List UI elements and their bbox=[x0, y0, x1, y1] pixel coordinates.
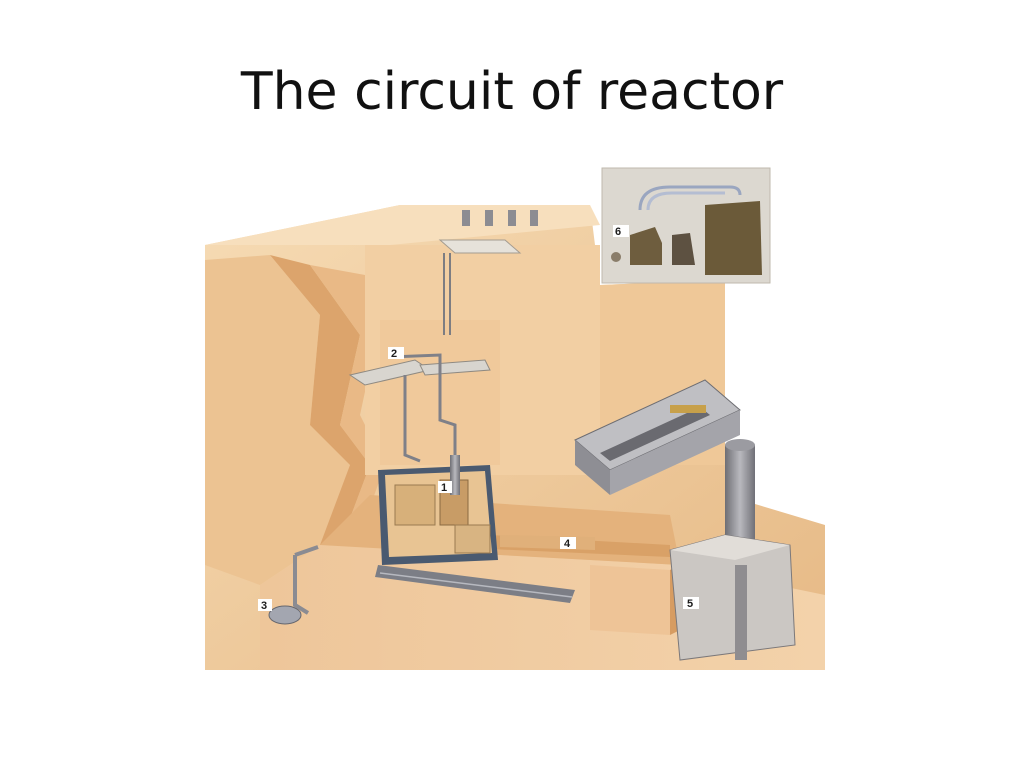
horizontal-machine bbox=[574, 379, 741, 495]
label-5-text: 5 bbox=[687, 598, 693, 610]
vertical-machine-label-5: 5 bbox=[669, 439, 796, 661]
reactor-cutaway-svg: 6 2 1 bbox=[205, 167, 825, 670]
reactor-cutaway-illustration: 6 2 1 bbox=[200, 165, 825, 670]
slide-title: The circuit of reactor bbox=[240, 62, 784, 122]
control-desk bbox=[438, 210, 538, 335]
upper-platform-label-2: 2 bbox=[348, 347, 491, 465]
channel-label-4: 4 bbox=[500, 535, 595, 550]
label-3-text: 3 bbox=[261, 600, 267, 612]
pump-label-3: 3 bbox=[258, 545, 319, 625]
label-6-text: 6 bbox=[615, 226, 621, 238]
label-4-text: 4 bbox=[564, 538, 571, 550]
reactor-core-label-1: 1 bbox=[375, 455, 575, 603]
label-1-text: 1 bbox=[441, 482, 447, 494]
inset-panel-label-6: 6 bbox=[601, 167, 771, 284]
label-2-text: 2 bbox=[391, 348, 397, 360]
